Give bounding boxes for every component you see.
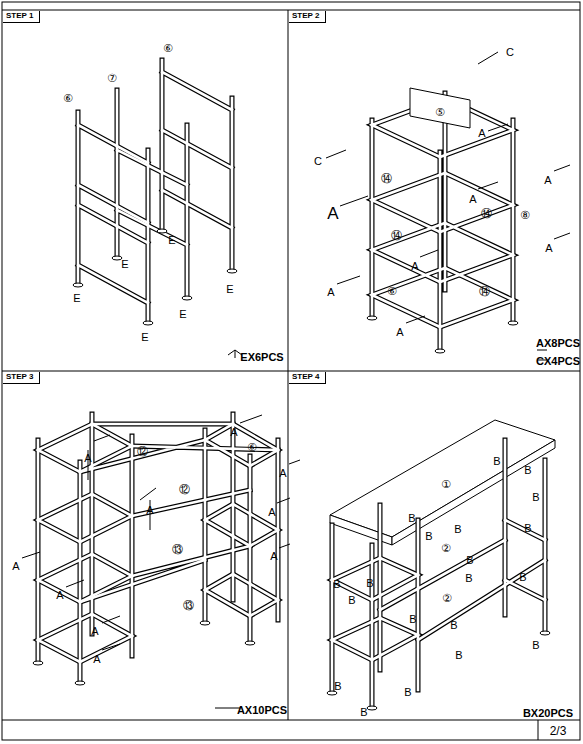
hardware-count: BX20PCS xyxy=(523,708,573,719)
callout-letter: A xyxy=(230,427,237,438)
callout-letter: A xyxy=(327,205,338,222)
callout-letter: B xyxy=(360,707,367,718)
callout-letter: A xyxy=(544,175,551,186)
part-number: ⑬ xyxy=(172,544,183,555)
callout-letter: A xyxy=(93,654,100,665)
callout-letter: B xyxy=(408,513,415,524)
callout-letter: E xyxy=(226,284,233,295)
callout-letter: E xyxy=(141,332,148,343)
callout-letter: A xyxy=(84,453,91,464)
part-number: ⑦ xyxy=(107,73,117,84)
part-number: ⑭ xyxy=(391,230,402,241)
callout-letter: 2/3 xyxy=(550,725,567,737)
callout-letter: B xyxy=(404,687,411,698)
callout-letter: E xyxy=(179,309,186,320)
hardware-count: AX10PCS xyxy=(237,705,287,716)
step-tab: STEP 3 xyxy=(3,372,40,384)
callout-letter: B xyxy=(493,456,500,467)
callout-letter: B xyxy=(532,640,539,651)
hardware-count: EX6PCS xyxy=(240,352,283,363)
step-title: STEP 3 xyxy=(6,372,33,381)
callout-letter: A xyxy=(268,507,275,518)
hardware-count: AX8PCS xyxy=(536,338,580,349)
callout-letter: A xyxy=(478,128,485,139)
part-number: ⑧ xyxy=(520,210,530,221)
part-number: ⑬ xyxy=(183,600,194,611)
part-number: ⑫ xyxy=(137,446,148,457)
callout-letter: E xyxy=(121,259,128,270)
part-number: ⑭ xyxy=(381,173,392,184)
part-number: ⑥ xyxy=(387,286,397,297)
step-title: STEP 2 xyxy=(292,11,319,20)
callout-letter: A xyxy=(12,561,19,572)
callout-letter: E xyxy=(168,235,175,246)
part-number: ⑥ xyxy=(63,93,73,104)
callout-letter: C xyxy=(506,47,514,58)
callout-letter: B xyxy=(366,578,373,589)
part-number: ⑫ xyxy=(179,484,190,495)
callout-letter: A xyxy=(279,468,286,479)
part-number: ⑤ xyxy=(435,107,445,118)
callout-letter: A xyxy=(327,287,334,298)
callout-letter: A xyxy=(270,551,277,562)
callout-letter: B xyxy=(454,524,461,535)
part-number: ⑭ xyxy=(479,286,490,297)
part-number: ⑥ xyxy=(163,43,173,54)
callout-letter: A xyxy=(469,194,476,205)
callout-letter: B xyxy=(450,620,457,631)
callout-letter: B xyxy=(465,573,472,584)
step-title: STEP 1 xyxy=(6,11,33,20)
callout-letter: B xyxy=(524,523,531,534)
callout-letter: A xyxy=(146,505,153,516)
step-tab: STEP 1 xyxy=(3,11,40,23)
callout-letter: B xyxy=(519,572,526,583)
callout-letter: B xyxy=(455,650,462,661)
part-number: ② xyxy=(441,543,451,554)
callout-letter: B xyxy=(334,681,341,692)
callout-letter: B xyxy=(425,531,432,542)
callout-letter: B xyxy=(333,579,340,590)
callout-letter: A xyxy=(411,261,418,272)
callout-letter: A xyxy=(91,626,98,637)
part-number: ⑥ xyxy=(247,442,257,453)
part-number: ⑭ xyxy=(481,208,492,219)
callout-letter: B xyxy=(532,492,539,503)
callout-letter: A xyxy=(56,590,63,601)
callout-letter: B xyxy=(466,555,473,566)
callout-letter: B xyxy=(409,614,416,625)
hardware-count: CX4PCS xyxy=(536,356,580,367)
callout-letter: B xyxy=(524,465,531,476)
part-number: ① xyxy=(441,479,451,490)
callout-letter: A xyxy=(396,327,403,338)
callout-letter: C xyxy=(314,156,322,167)
step-title: STEP 4 xyxy=(292,372,319,381)
step-tab: STEP 4 xyxy=(289,372,326,384)
callout-letter: E xyxy=(73,293,80,304)
callout-letter: A xyxy=(545,243,552,254)
callout-letter: B xyxy=(348,595,355,606)
step-tab: STEP 2 xyxy=(289,11,326,23)
part-number: ② xyxy=(442,593,452,604)
